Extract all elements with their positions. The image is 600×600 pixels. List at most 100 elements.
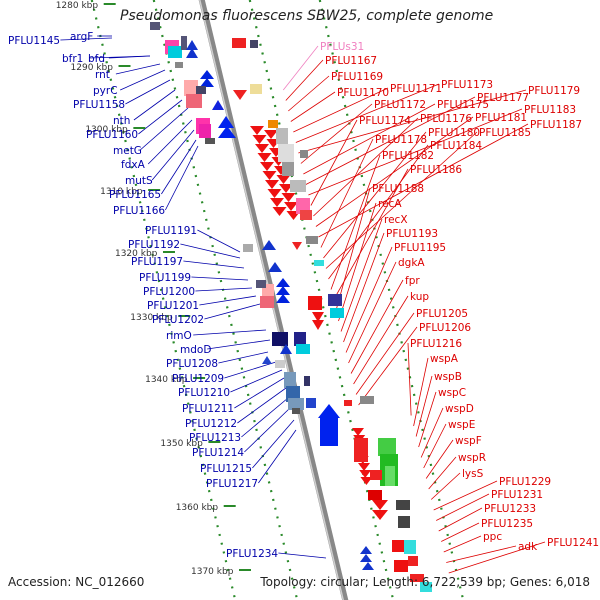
gene-block: [276, 128, 288, 144]
kbp-tick-label: 1280 kbp: [56, 1, 99, 11]
gene-label-left: PFLU1166: [113, 205, 165, 217]
gene-arrow: [359, 470, 372, 478]
label-connector-left: [147, 119, 193, 165]
gene-label-right: wspC: [438, 387, 466, 399]
gene-label-right: wspD: [445, 403, 474, 415]
gene-label-right: PFLU1241: [547, 537, 599, 549]
label-connector-right: [305, 96, 476, 185]
gene-label-right: recA: [378, 198, 402, 210]
gene-arrow: [372, 500, 388, 510]
gene-block: [300, 210, 312, 220]
label-connector-right: [323, 131, 427, 259]
gene-label-right: PFLU1175: [437, 99, 489, 111]
gene-label-right: PFLU1193: [386, 228, 438, 240]
label-connector-right: [413, 357, 429, 427]
gene-block: [408, 556, 418, 566]
gene-label-right: PFLU1169: [331, 71, 383, 83]
gene-arrow: [279, 184, 293, 193]
gene-label-right: wspF: [455, 435, 482, 447]
gene-label-right: adk: [518, 541, 538, 553]
gene-label-right: PFLU1184: [430, 140, 482, 152]
gene-label-left: metG: [113, 145, 142, 157]
label-connector-left: [120, 69, 166, 91]
gene-block: [410, 574, 424, 582]
label-connector-right: [441, 522, 480, 542]
label-connector-right: [353, 295, 409, 385]
label-connector-left: [138, 99, 183, 135]
gene-block: [175, 62, 183, 68]
gene-label-left: PFLU1202: [152, 314, 204, 326]
label-connector-right: [300, 103, 373, 164]
gene-label-left: PFLU1213: [189, 432, 241, 444]
gene-block: [330, 308, 344, 318]
gene-block: [199, 124, 211, 138]
gene-label-right: PFLU1195: [394, 242, 446, 254]
label-connector-right: [320, 138, 374, 248]
label-connector-right: [420, 407, 444, 458]
gene-label-right: PFLU1180: [428, 127, 480, 139]
label-connector-left: [252, 419, 295, 469]
gene-block: [181, 36, 187, 50]
gene-label-left: PFLU1214: [192, 447, 244, 459]
label-connector-right: [343, 232, 385, 343]
gene-arrow: [233, 90, 247, 100]
gene-label-right: PFLU1205: [416, 308, 468, 320]
topology-text: Topology: circular; Length: 6,722,539 bp…: [260, 575, 590, 589]
gene-arrow: [276, 294, 290, 303]
label-connector-left: [125, 79, 171, 105]
gene-arrow: [281, 193, 296, 202]
gene-arrow: [267, 189, 282, 198]
gene-arrow: [318, 404, 340, 418]
label-connector-right: [295, 83, 440, 143]
gene-label-left: PFLU1199: [139, 272, 191, 284]
gene-block: [308, 296, 322, 310]
gene-label-right: PFLU1170: [337, 87, 389, 99]
gene-label-right: PFLU1172: [374, 99, 426, 111]
gene-block: [272, 332, 288, 346]
gene-block: [328, 294, 342, 306]
gene-label-right: PFLU1231: [491, 489, 543, 501]
gene-block: [250, 84, 262, 94]
label-connector-left: [108, 55, 151, 59]
gene-arrow: [260, 162, 274, 171]
gene-label-left: PFLU1215: [200, 463, 252, 475]
label-connector-right: [282, 45, 319, 91]
gene-block: [288, 398, 304, 410]
label-connector-left: [180, 243, 241, 259]
gene-block: [404, 540, 416, 554]
gene-label-left: nth: [113, 115, 130, 127]
track-guide-2: [152, 0, 299, 600]
label-connector-left: [133, 89, 176, 121]
label-connector-right: [333, 168, 409, 301]
gene-arrow: [372, 510, 388, 520]
gene-arrow: [292, 242, 302, 250]
kbp-tick-label: 1320 kbp: [115, 249, 158, 259]
gene-label-left: PFLU1197: [131, 256, 183, 268]
label-connector-right: [348, 261, 397, 364]
label-connector-right: [308, 108, 523, 196]
track-guide-1: [90, 0, 237, 600]
gene-label-left: bfr1: [62, 53, 83, 65]
kbp-tick-label: 1290 kbp: [71, 63, 114, 73]
label-connector-right: [350, 279, 404, 374]
label-connector-right: [407, 342, 412, 416]
label-connector-left: [151, 129, 195, 181]
label-connector-left: [234, 377, 285, 409]
gene-block: [398, 516, 410, 528]
gene-label-left: PFLU1200: [143, 286, 195, 298]
label-lines-layer: [60, 35, 546, 574]
gene-block: [392, 540, 406, 552]
gene-block: [360, 396, 374, 404]
gene-arrow: [360, 546, 372, 554]
gene-arrow: [212, 100, 224, 110]
gene-arrow: [257, 153, 272, 162]
label-connector-right: [355, 312, 415, 395]
gene-label-right: PFLU1188: [372, 183, 424, 195]
label-connector-right: [328, 144, 429, 280]
gene-arrow: [352, 428, 364, 436]
label-connector-right: [338, 202, 377, 322]
kbp-tick-label: 1360 kbp: [176, 503, 219, 513]
gene-arrow: [276, 286, 290, 295]
